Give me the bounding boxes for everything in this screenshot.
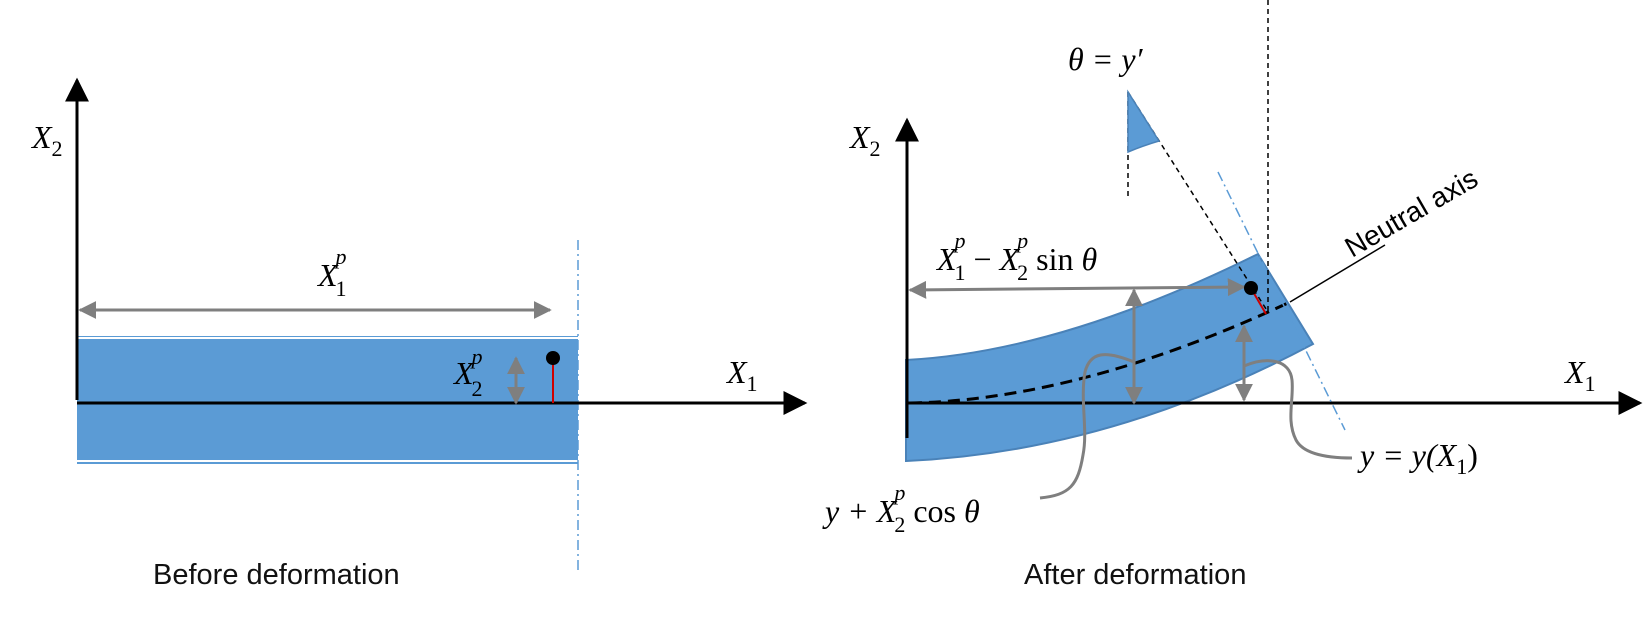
right-material-point bbox=[1244, 281, 1258, 295]
deflection-leader bbox=[1243, 359, 1353, 460]
right-axis-x2-label: X2 bbox=[848, 119, 881, 161]
left-height-label: X2p bbox=[452, 344, 483, 401]
right-panel: X2 X1 Neutral axis θ = y′ X1p − X2p sin … bbox=[822, 0, 1643, 591]
left-caption: Before deformation bbox=[153, 559, 400, 591]
deflection-label: y = y(X1) bbox=[1357, 437, 1478, 479]
left-axis-x2-label: X2 bbox=[30, 119, 63, 161]
left-panel: X2 X1 X1p X2p Before deformation bbox=[30, 77, 808, 591]
angle-inclined-line bbox=[1127, 91, 1269, 313]
right-horizontal-dimension bbox=[908, 278, 1246, 299]
total-dimension-label: y + X2p cos θ bbox=[822, 480, 980, 537]
neutral-axis-label: Neutral axis bbox=[1340, 162, 1484, 263]
right-axis-x1-label: X1 bbox=[1563, 354, 1596, 396]
angle-label: θ = y′ bbox=[1068, 41, 1144, 77]
right-caption: After deformation bbox=[1024, 559, 1246, 591]
undeformed-beam bbox=[77, 336, 578, 464]
deformed-beam bbox=[905, 252, 1315, 463]
left-material-point bbox=[546, 351, 560, 365]
total-dimension-leader bbox=[1039, 353, 1135, 500]
left-length-label: X1p bbox=[316, 244, 347, 301]
right-horizontal-label: X1p − X2p sin θ bbox=[935, 228, 1097, 285]
neutral-axis-leader bbox=[1289, 244, 1386, 303]
angle-wedge bbox=[1127, 89, 1161, 154]
left-axis-x1-label: X1 bbox=[725, 354, 758, 396]
right-section-line bbox=[1217, 171, 1346, 431]
neutral-axis-curve bbox=[909, 300, 1291, 405]
